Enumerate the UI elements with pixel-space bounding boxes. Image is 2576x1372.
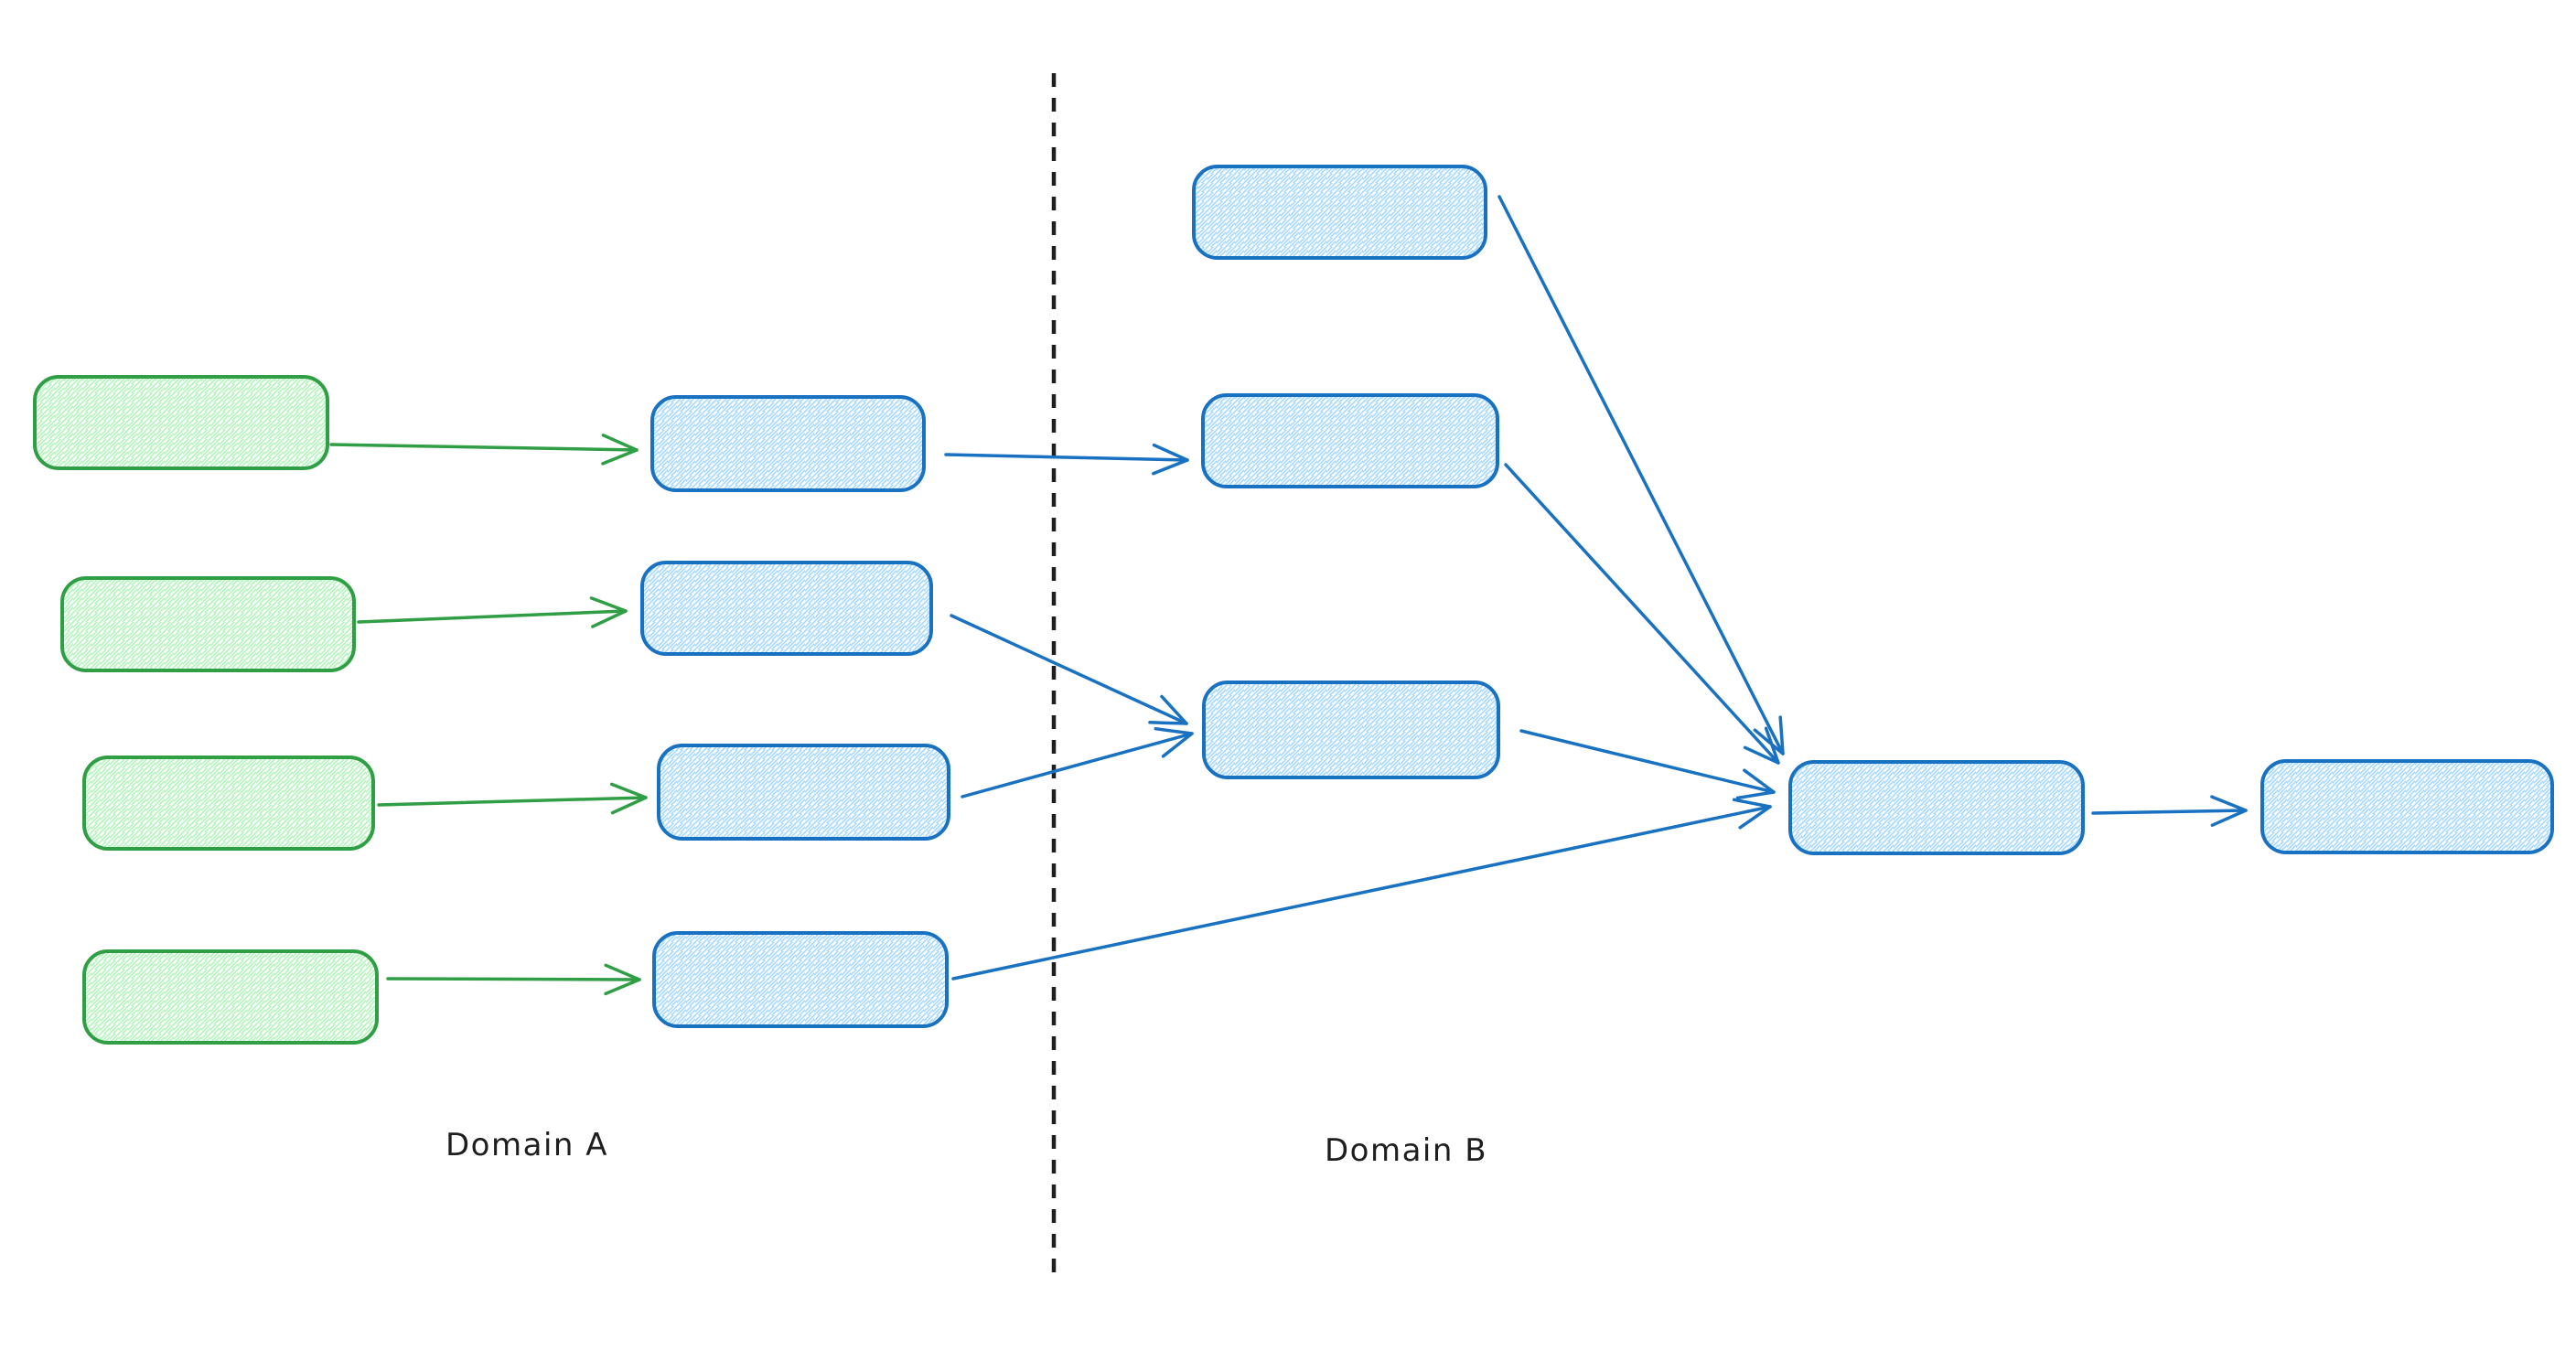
edge-source2-to-stage2 <box>357 596 628 628</box>
edge-stage4-to-hub <box>951 798 1772 981</box>
edge-middle-to-hub <box>1519 729 1776 800</box>
edge-hub-to-output <box>2091 795 2248 827</box>
domain-b-label: Domain B <box>1325 1132 1487 1169</box>
node-domain-b-hub <box>1788 760 2085 855</box>
node-domain-a-stage-3 <box>657 744 950 841</box>
node-domain-b-output <box>2260 759 2554 854</box>
node-domain-a-source-4 <box>82 949 379 1045</box>
domain-b-label-text: Domain B <box>1324 1132 1488 1169</box>
node-domain-a-stage-4 <box>652 931 949 1028</box>
domain-a-label-text: Domain A <box>445 1127 608 1163</box>
edge-stage2-to-middle <box>950 614 1188 725</box>
edge-stage3-to-middle <box>961 726 1194 799</box>
edge-source4-to-stage4 <box>386 963 641 996</box>
node-domain-a-stage-1 <box>650 395 926 492</box>
node-domain-b-top <box>1192 165 1487 260</box>
node-domain-b-upper <box>1201 393 1499 488</box>
node-domain-a-source-1 <box>33 375 329 470</box>
edge-source1-to-stage1 <box>329 434 639 466</box>
edge-source3-to-stage3 <box>377 782 648 815</box>
node-domain-a-source-2 <box>60 576 356 672</box>
node-domain-a-stage-2 <box>640 561 933 656</box>
domain-a-label: Domain A <box>445 1127 608 1163</box>
node-domain-b-middle <box>1202 681 1500 779</box>
node-domain-a-source-3 <box>82 756 375 851</box>
edge-stage1-to-upper <box>944 443 1189 476</box>
edge-top-to-hub <box>1497 195 1785 756</box>
edge-upper-to-hub <box>1504 463 1780 765</box>
